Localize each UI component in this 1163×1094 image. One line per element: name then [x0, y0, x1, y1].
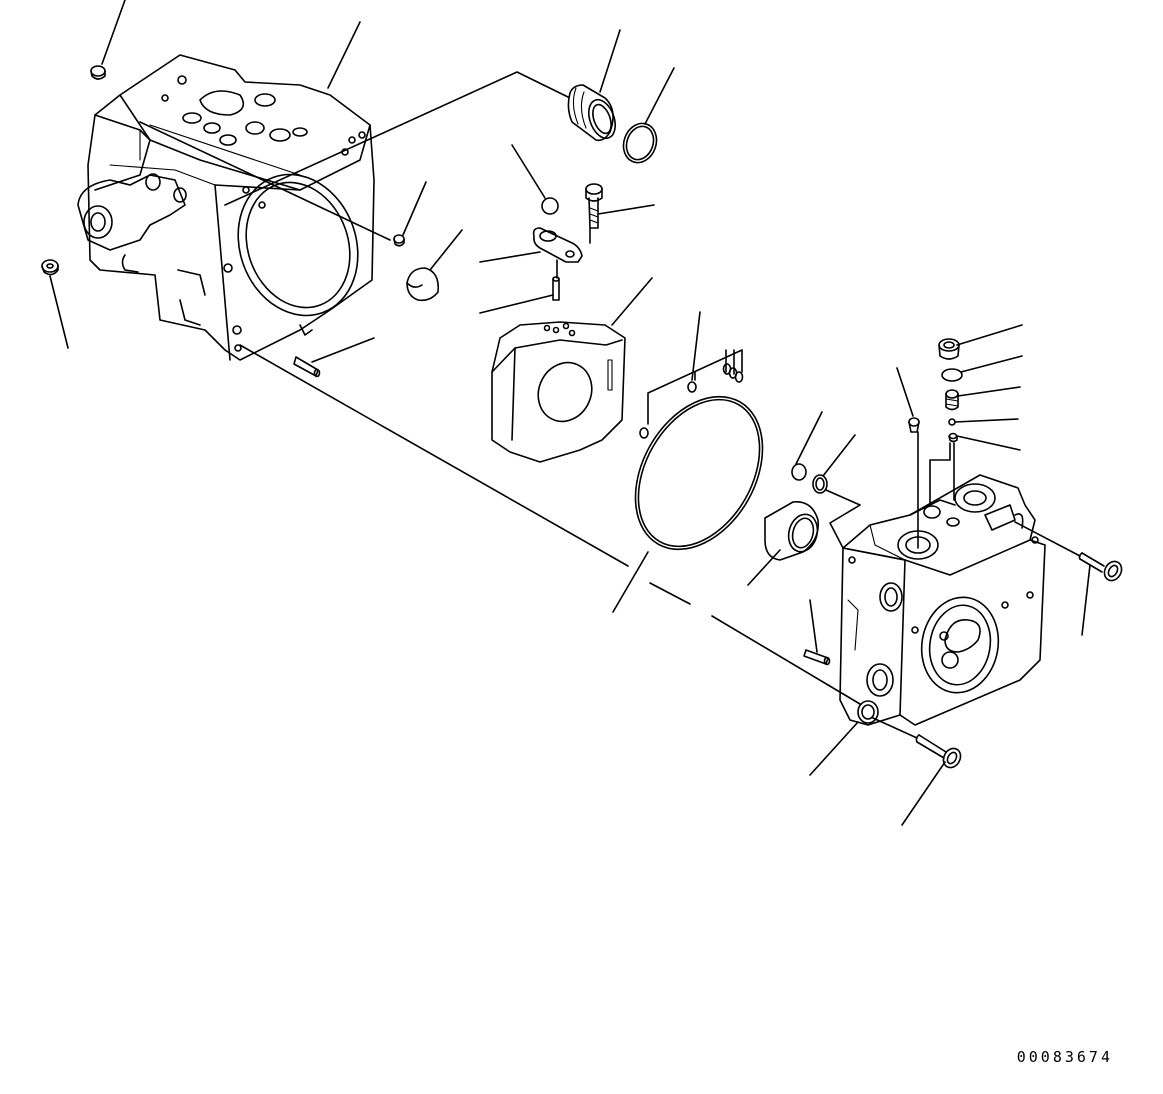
plug-tiny [948, 432, 958, 443]
o-ring-small-5 [734, 371, 744, 383]
gasket-ring [634, 395, 764, 551]
plug-left [41, 259, 59, 276]
ball [541, 197, 559, 215]
cap-plug-right [938, 338, 960, 360]
assembly-lines [139, 71, 1081, 739]
snap-ring [941, 368, 963, 382]
plug-threaded [945, 389, 959, 411]
o-ring-large-top [622, 122, 658, 164]
drawing-number: 00083674 [1016, 1048, 1113, 1066]
dowel-pin-case [293, 356, 321, 378]
plug-top-left [90, 65, 106, 80]
lever-guide [532, 227, 583, 263]
cap-plug [406, 267, 440, 302]
bolt-bottom [915, 734, 962, 769]
pin-vertical [552, 276, 560, 301]
piston-block [491, 321, 626, 463]
plug-small [393, 234, 405, 247]
bolt-right [1078, 552, 1123, 582]
pump-case-housing [77, 54, 375, 361]
bolt-small [585, 183, 603, 229]
o-ring-small-1 [639, 427, 649, 439]
o-ring-cover [791, 463, 807, 481]
sleeve [567, 84, 616, 142]
seal-ring [812, 474, 828, 494]
o-ring-small-2 [687, 381, 697, 393]
bushing [764, 501, 820, 561]
dowel-pin-cover [803, 649, 831, 666]
plug-taper [908, 417, 920, 433]
ball-small [948, 418, 956, 426]
end-cover [839, 474, 1046, 726]
leader-lines [49, 0, 1091, 826]
